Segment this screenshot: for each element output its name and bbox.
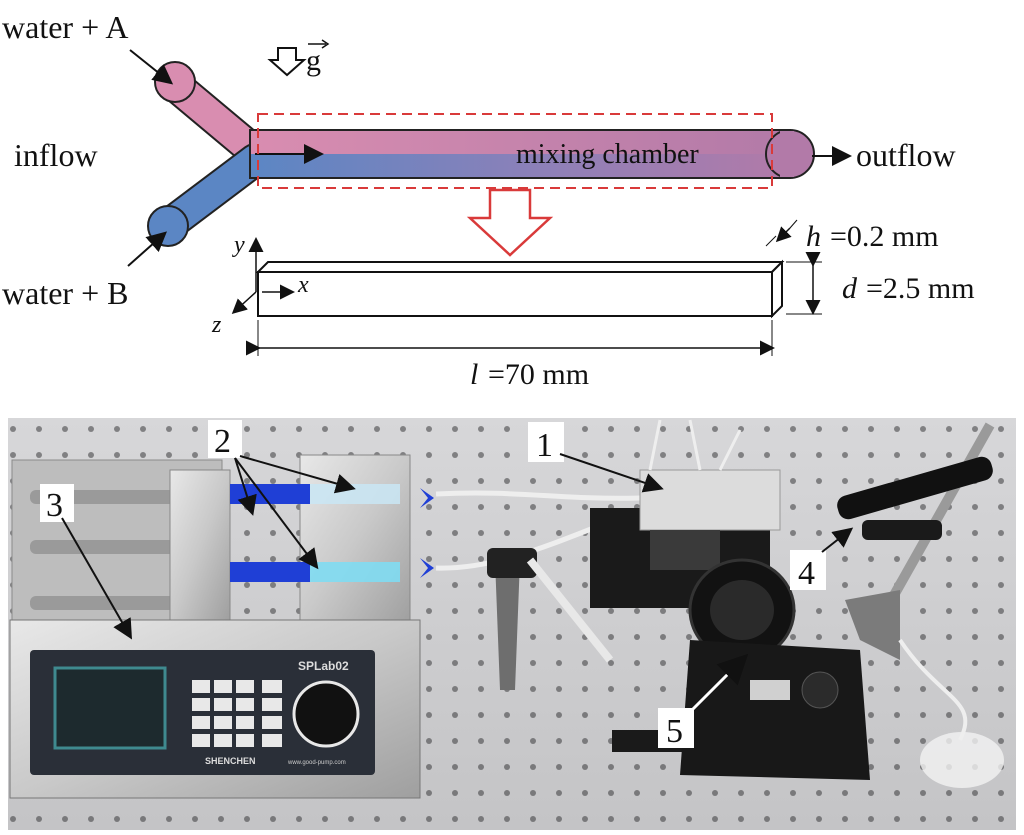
pump-maker: SHENCHEN [205,756,256,766]
pusher-block [169,469,231,621]
axis-z-label: z [211,312,222,338]
microchannel-schematic: g y x z water + A water + B inflow o [2,9,975,391]
syringe-holder [299,454,411,626]
axis-y-label: y [232,232,245,258]
camera-body [680,640,870,780]
inlet-a-label: water + A [2,9,128,45]
pump-brand: SPLab02 [298,659,349,673]
callout-3: 3 [46,487,63,524]
height-dimension-tick [765,235,777,247]
camera-hotshoe [750,680,790,700]
callout-4: 4 [798,555,815,592]
mixing-chamber-channel [249,129,815,179]
syringes [230,484,641,582]
callouts: 2 3 1 4 5 [40,420,854,750]
dim-d-symbol: d [842,272,858,305]
inlet-b-label: water + B [2,275,128,311]
gravity-label: g [306,44,321,77]
microfluidic-chip [639,469,781,531]
tubing [898,638,968,741]
dim-l-symbol: l [470,358,478,391]
valve-lower-icon [420,558,434,578]
callout-2: 2 [214,423,231,460]
collection-dish [920,732,1004,788]
experimental-setup-photo: SPLab02 SHENCHEN www.good-pump.com [8,418,1016,830]
zoom-down-arrow-icon [466,188,554,257]
tubing [526,557,614,663]
chamber-label: mixing chamber [516,139,699,170]
dim-l-value: =70 mm [488,358,589,391]
dim-h-symbol: h [806,220,821,253]
laser-module [837,422,1004,788]
axis-x-label: x [297,272,309,298]
clamp-stand [495,560,520,690]
tubing [648,419,742,471]
pump-keypad [192,680,282,747]
dim-h-value: =0.2 mm [830,220,939,253]
syringe-upper-plunger [230,484,310,504]
outflow-label: outflow [856,137,956,173]
inflow-label: inflow [14,137,98,173]
pump-dial-knob [292,680,360,748]
valve-upper-icon [420,488,434,508]
gravity-arrow-icon [267,47,307,77]
z-axis-arrow [231,291,257,315]
camera-mode-dial [801,671,839,709]
inlet-a-channel [154,61,272,169]
chamber-highlight-box [257,113,773,189]
callout-5: 5 [666,713,683,750]
inlet-b-arrow [127,231,167,267]
dim-d-value: =2.5 mm [866,272,975,305]
channel-3d-box [255,259,785,319]
pump-url: www.good-pump.com [287,760,346,766]
laser-pointer [837,456,993,520]
syringe-pump: SPLab02 SHENCHEN www.good-pump.com [9,454,421,799]
callout-1: 1 [536,427,553,464]
tubing [435,490,641,501]
pump-display [53,666,167,750]
inlet-a-arrow [129,49,174,85]
microfluidic-chip-stage [590,419,781,608]
syringe-lower-plunger [230,562,310,582]
